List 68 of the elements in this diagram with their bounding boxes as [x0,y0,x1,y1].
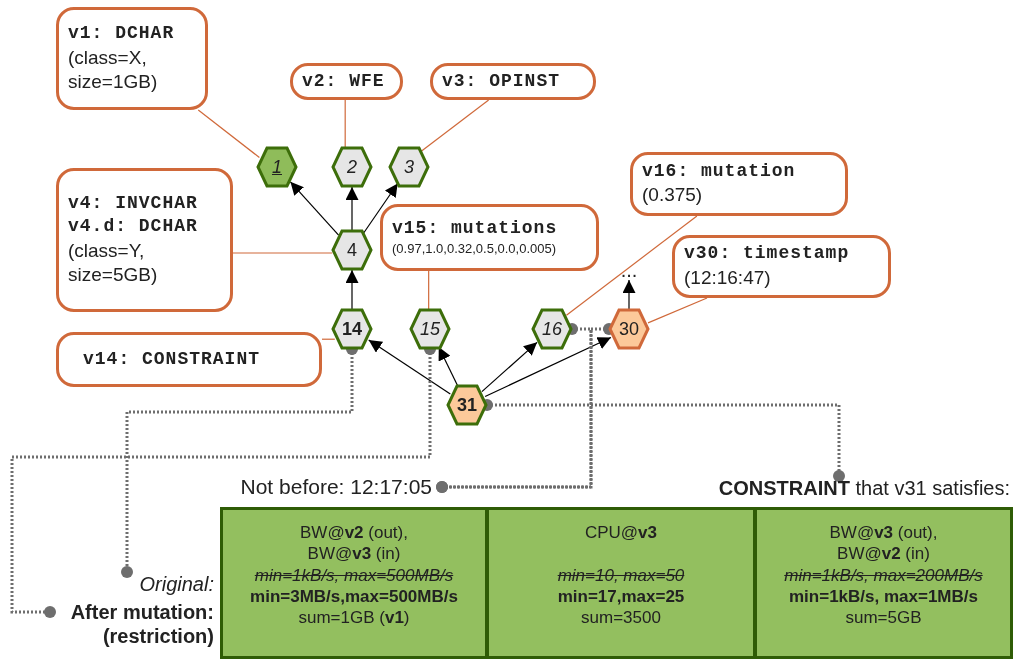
struck-text: min=1kB/s, max=500MB/s [254,564,454,586]
node-number: 30 [619,318,639,340]
callout-title: v14: CONSTRAINT [83,347,262,371]
callout-text: (0.97,1.0,0.32,0.5,0.0,0.005) [392,240,558,258]
table-cell [754,507,1013,659]
arrow [345,269,359,310]
hexagon-node [332,309,372,349]
cell-text: BW@v2 (out), BW@v3 (in) [299,522,409,565]
arrow [362,182,399,235]
callout-text: (class=Y, size=5GB) [68,238,159,288]
node-number: 16 [542,318,562,340]
speech-bubble [380,204,599,271]
table-cell [486,507,756,659]
speech-bubble [56,332,322,387]
cell-text: sum=1GB (v1) [298,607,410,629]
speech-bubble [56,7,208,110]
struck-text: min=10, max=50 [557,564,685,586]
cell-text: sum=3500 [581,607,661,629]
node-number: 4 [347,239,357,261]
speech-bubble [430,63,596,100]
hexagon-node [410,309,450,349]
node-number: 3 [404,156,414,178]
node-number: 14 [342,318,362,340]
cell-text: min=1kB/s, max=1MB/s [789,585,978,607]
ellipsis-text: ... [617,258,641,280]
arrow [368,339,451,395]
node-number: 1 [272,156,282,178]
speech-bubble [630,152,848,216]
node-number: 15 [420,318,440,340]
cell-text: CPU@v3 [584,522,658,544]
row-label: Original: [118,572,214,600]
hexagon-node [447,385,487,425]
arrow [622,279,636,310]
cell-text: min=17,max=25 [557,585,685,607]
callout-title: v16: mutation [642,159,797,183]
annotation-text: CONSTRAINT that v31 satisfies: [662,476,1010,500]
speech-bubble [672,235,891,298]
callout-text: (0.375) [642,183,704,208]
hexagon-node [532,309,572,349]
callout-title: v4: INVCHAR [68,191,199,215]
callout-title: v30: timestamp [684,242,851,266]
arrow [289,181,340,236]
arrow [345,186,359,231]
node-number: 2 [347,156,357,178]
callout-title: v1: DCHAR [68,22,176,46]
hexagon-node [609,309,649,349]
hexagon-node [389,147,429,187]
speech-bubble [56,168,233,312]
cell-text: min=3MB/s,max=500MB/s [250,585,458,607]
row-label: After mutation: (restriction) [50,600,214,658]
table-cell [220,507,488,659]
arrow [481,341,538,393]
callout-text: (12:16:47) [684,265,772,290]
node-number: 31 [457,394,477,416]
hexagon-node [332,230,372,270]
callout-text: (class=X, size=1GB) [68,45,159,95]
callout-title: v3: OPINST [442,69,562,93]
hexagon-node [257,147,297,187]
callout-title: v15: mutations [392,217,559,241]
speech-bubble [290,63,403,100]
annotation-text: Not before: 12:17:05 [206,474,442,501]
callout-title: v4.d: DCHAR [68,215,199,239]
cell-text: sum=5GB [845,607,922,629]
callout-title: v2: WFE [302,69,386,93]
arrow [484,336,612,398]
cell-text: BW@v3 (out), BW@v2 (in) [828,522,939,565]
struck-text: min=1kB/s, max=200MB/s [784,564,983,586]
hexagon-node [332,147,372,187]
